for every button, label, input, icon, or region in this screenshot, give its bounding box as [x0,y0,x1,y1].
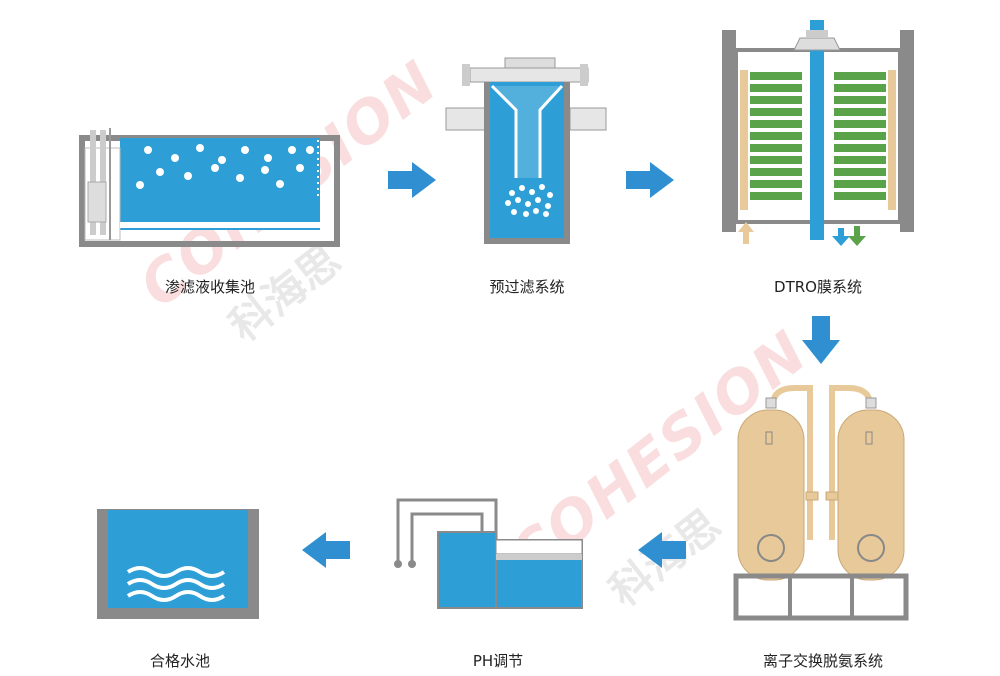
stage-label-prefilter: 预过滤系统 [489,278,565,296]
dtro-unit [722,20,914,246]
stage-label-clean: 合格水池 [149,652,211,670]
stage-label-leachate: 渗滤液收集池 [164,278,256,296]
flow-arrow-2 [626,162,674,198]
stage-label-ion: 离子交换脱氨系统 [762,652,884,670]
flow-arrow-3 [802,316,840,364]
flow-arrow-1 [388,162,436,198]
flow-arrow-5 [302,532,350,568]
clean-water-tank [97,509,259,619]
membrane-stack-right [834,72,886,200]
ion-exchange-unit [733,385,909,621]
stage-label-dtro: DTRO膜系统 [774,278,862,296]
flow-arrow-4 [638,532,686,568]
prefilter-unit [445,57,607,244]
leachate-tank [79,128,340,247]
stage-label-ph: PH调节 [472,652,524,670]
ph-unit [394,498,583,609]
membrane-stack-left [750,72,802,200]
